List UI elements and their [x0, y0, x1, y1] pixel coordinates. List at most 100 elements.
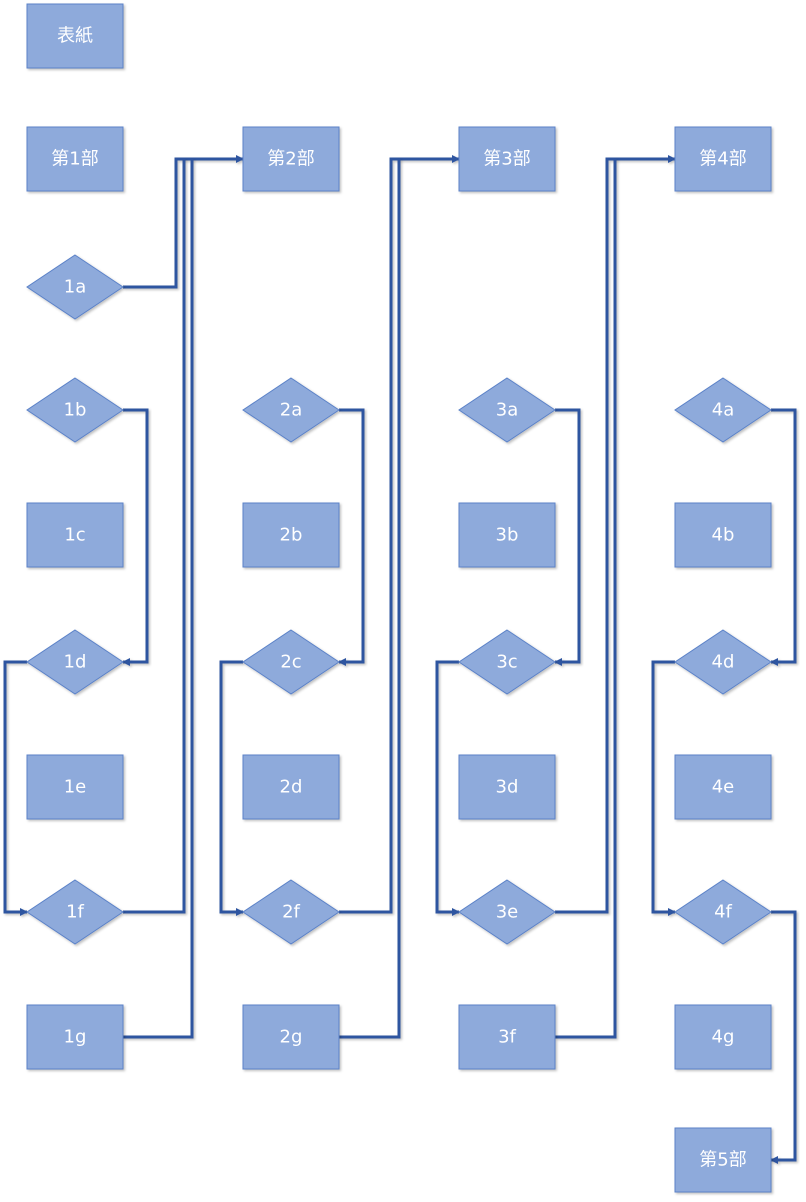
- process-box-3f: 3f: [458, 1004, 556, 1070]
- node-shape: [242, 126, 340, 192]
- connector-2f-to-p3: [339, 155, 460, 914]
- node-shape: [674, 629, 772, 695]
- node-label: 3a: [496, 400, 518, 421]
- node-shape: [458, 1004, 556, 1070]
- node-shape: [26, 879, 124, 945]
- node-label: 2b: [280, 525, 303, 546]
- decision-diamond-2f: 2f: [242, 879, 340, 945]
- node-label: 1a: [64, 277, 86, 298]
- node-label: 4a: [712, 400, 734, 421]
- decision-diamond-3e: 3e: [458, 879, 556, 945]
- node-shape: [458, 879, 556, 945]
- node-label: 2d: [280, 777, 303, 798]
- decision-diamond-2c: 2c: [242, 629, 340, 695]
- node-label: 1e: [64, 777, 87, 798]
- process-box-3b: 3b: [458, 502, 556, 568]
- node-shape: [242, 1004, 340, 1070]
- decision-diamond-4a: 4a: [674, 377, 772, 443]
- process-box-2b: 2b: [242, 502, 340, 568]
- node-label: 3c: [496, 652, 517, 673]
- node-label: 第5部: [699, 1150, 746, 1171]
- node-label: 1g: [64, 1027, 87, 1048]
- node-shape: [674, 754, 772, 820]
- process-box-p3: 第3部: [458, 126, 556, 192]
- connector-1a-to-p2: [123, 155, 244, 289]
- decision-diamond-1b: 1b: [26, 377, 124, 443]
- connector-3a-to-3c: [554, 408, 581, 666]
- node-label: 表紙: [57, 26, 93, 47]
- connector-1g-to-p2: [123, 159, 194, 1039]
- node-shape: [242, 629, 340, 695]
- node-shape: [674, 377, 772, 443]
- decision-diamond-3c: 3c: [458, 629, 556, 695]
- node-shape: [26, 502, 124, 568]
- node-label: 2a: [280, 400, 302, 421]
- node-label: 1f: [66, 902, 84, 923]
- decision-diamond-2a: 2a: [242, 377, 340, 443]
- node-label: 第4部: [699, 149, 746, 170]
- decision-diamond-1d: 1d: [26, 629, 124, 695]
- node-label: 3d: [496, 777, 519, 798]
- node-shape: [458, 377, 556, 443]
- node-shape: [26, 377, 124, 443]
- process-box-p2: 第2部: [242, 126, 340, 192]
- process-box-cover: 表紙: [26, 3, 124, 69]
- process-box-4e: 4e: [674, 754, 772, 820]
- node-shape: [674, 502, 772, 568]
- node-label: 4d: [712, 652, 735, 673]
- node-shape: [26, 1004, 124, 1070]
- node-label: 3f: [498, 1027, 516, 1048]
- process-box-p5: 第5部: [674, 1127, 772, 1193]
- process-box-p1: 第1部: [26, 126, 124, 192]
- node-label: 1d: [64, 652, 87, 673]
- node-shape: [26, 126, 124, 192]
- decision-diamond-1a: 1a: [26, 254, 124, 320]
- node-label: 第2部: [267, 149, 314, 170]
- process-box-p4: 第4部: [674, 126, 772, 192]
- process-box-1e: 1e: [26, 754, 124, 820]
- node-label: 2g: [280, 1027, 303, 1048]
- node-shape: [242, 502, 340, 568]
- node-label: 1b: [64, 400, 87, 421]
- process-box-2d: 2d: [242, 754, 340, 820]
- process-box-1g: 1g: [26, 1004, 124, 1070]
- connector-1d-to-1f: [3, 660, 28, 916]
- connector-4a-to-4d: [770, 408, 797, 666]
- node-label: 2f: [282, 902, 300, 923]
- node-label: 2c: [280, 652, 301, 673]
- node-label: 4e: [712, 777, 735, 798]
- node-shape: [458, 754, 556, 820]
- connector-2c-to-2f: [219, 660, 244, 916]
- connector-1b-to-1d: [122, 408, 149, 666]
- node-shape: [674, 879, 772, 945]
- decision-diamond-4f: 4f: [674, 879, 772, 945]
- node-shape: [26, 3, 124, 69]
- node-shape: [242, 879, 340, 945]
- connector-3e-to-p4: [555, 155, 676, 914]
- decision-diamond-3a: 3a: [458, 377, 556, 443]
- node-label: 4g: [712, 1027, 735, 1048]
- decision-diamond-4d: 4d: [674, 629, 772, 695]
- node-label: 第3部: [483, 149, 530, 170]
- node-shape: [26, 254, 124, 320]
- connector-2a-to-2c: [338, 408, 365, 666]
- connector-1f-to-p2: [123, 159, 186, 914]
- node-label: 4b: [712, 525, 735, 546]
- node-shape: [242, 377, 340, 443]
- process-box-1c: 1c: [26, 502, 124, 568]
- node-shape: [674, 1127, 772, 1193]
- node-shape: [458, 502, 556, 568]
- connector-3f-to-p4: [555, 159, 617, 1039]
- node-shape: [26, 629, 124, 695]
- connector-3c-to-3e: [435, 660, 460, 916]
- process-box-4b: 4b: [674, 502, 772, 568]
- decision-diamond-1f: 1f: [26, 879, 124, 945]
- node-label: 3b: [496, 525, 519, 546]
- node-shape: [458, 629, 556, 695]
- node-shape: [458, 126, 556, 192]
- connector-2g-to-p3: [339, 159, 401, 1039]
- process-box-2g: 2g: [242, 1004, 340, 1070]
- node-shape: [242, 754, 340, 820]
- connector-4f-to-p5: [770, 910, 797, 1164]
